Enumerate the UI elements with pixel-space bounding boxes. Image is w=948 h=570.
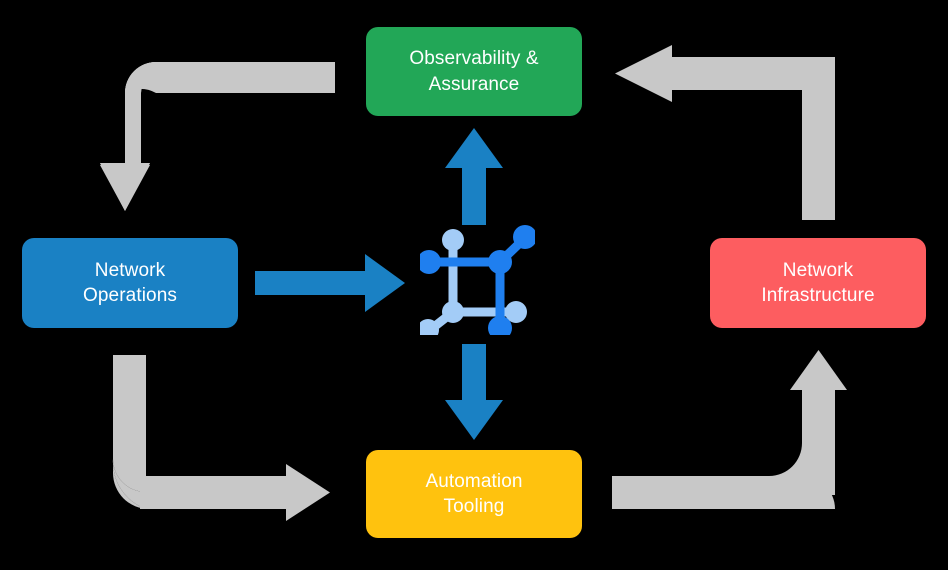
blue-arrow-center-to-automation xyxy=(445,344,503,440)
node-box-automation-tooling[interactable]: Automation Tooling xyxy=(366,450,582,538)
node-box-network-infrastructure[interactable]: Network Infrastructure xyxy=(710,238,926,328)
gray-arrow-operations-to-automation xyxy=(112,355,330,521)
node-box-network-operations[interactable]: Network Operations xyxy=(22,238,238,328)
gray-arrow-automation-to-infrastructure xyxy=(612,350,847,509)
gray-arrow-observability-to-operations xyxy=(100,62,335,211)
gray-arrow-infrastructure-to-observability xyxy=(615,45,835,220)
blue-arrow-center-to-observability xyxy=(445,128,503,225)
blue-arrow-operations-to-center xyxy=(255,254,405,312)
network-topology-icon xyxy=(420,225,535,335)
node-box-observability-assurance[interactable]: Observability & Assurance xyxy=(366,27,582,116)
